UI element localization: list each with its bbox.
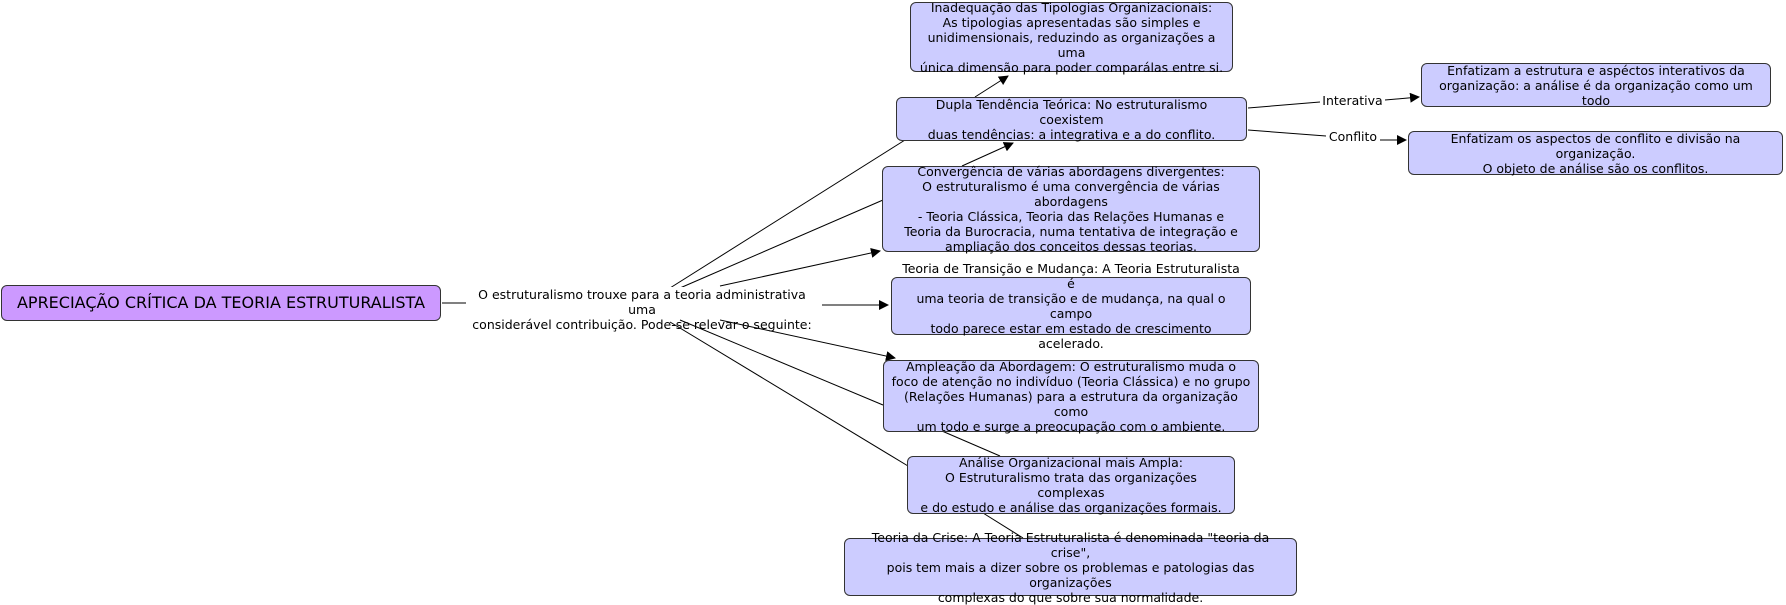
node-conflito[interactable]: Enfatizam os aspectos de conflito e divi… [1408, 131, 1783, 176]
link-convergencia-dupla [961, 142, 1014, 167]
link-dupla-interativa-b [1384, 92, 1420, 103]
link-dupla-inadequacao [974, 75, 1009, 98]
root-concept[interactable]: APRECIAÇÃO CRÍTICA DA TEORIA ESTRUTURALI… [1, 285, 441, 321]
link-phrase-dupla [669, 139, 906, 289]
node-transicao[interactable]: Teoria de Transição e Mudança: A Teoria … [891, 261, 1251, 351]
link-phrase-convergencia-a [679, 199, 884, 289]
node-interativa[interactable]: Enfatizam a estrutura e aspéctos interat… [1421, 63, 1771, 108]
link-dupla-interativa-a [1247, 101, 1321, 109]
node-dupla-tendencia[interactable]: Dupla Tendência Teórica: No estruturalis… [896, 97, 1247, 142]
edge-label-conflito: Conflito [1326, 129, 1380, 145]
link-phrase-ampleacao-b [679, 319, 884, 406]
node-crise[interactable]: Teoria da Crise: A Teoria Estruturalista… [844, 530, 1297, 605]
link-dupla-conflito-a [1247, 129, 1327, 137]
node-analise[interactable]: Análise Organizacional mais Ampla: O Est… [907, 455, 1235, 515]
linking-phrase: O estruturalismo trouxe para a teoria ad… [466, 287, 818, 332]
node-inadequacao[interactable]: Inadequação das Tipologias Organizaciona… [910, 0, 1233, 75]
link-phrase-analise [669, 321, 909, 467]
node-convergencia[interactable]: Convergência de várias abordagens diverg… [882, 164, 1260, 254]
node-ampleacao[interactable]: Ampleação da Abordagem: O estruturalismo… [883, 359, 1259, 434]
edge-label-interativa: Interativa [1320, 93, 1385, 109]
link-phrase-convergencia-b [719, 248, 881, 287]
link-ampleacao-analise [941, 430, 1001, 457]
